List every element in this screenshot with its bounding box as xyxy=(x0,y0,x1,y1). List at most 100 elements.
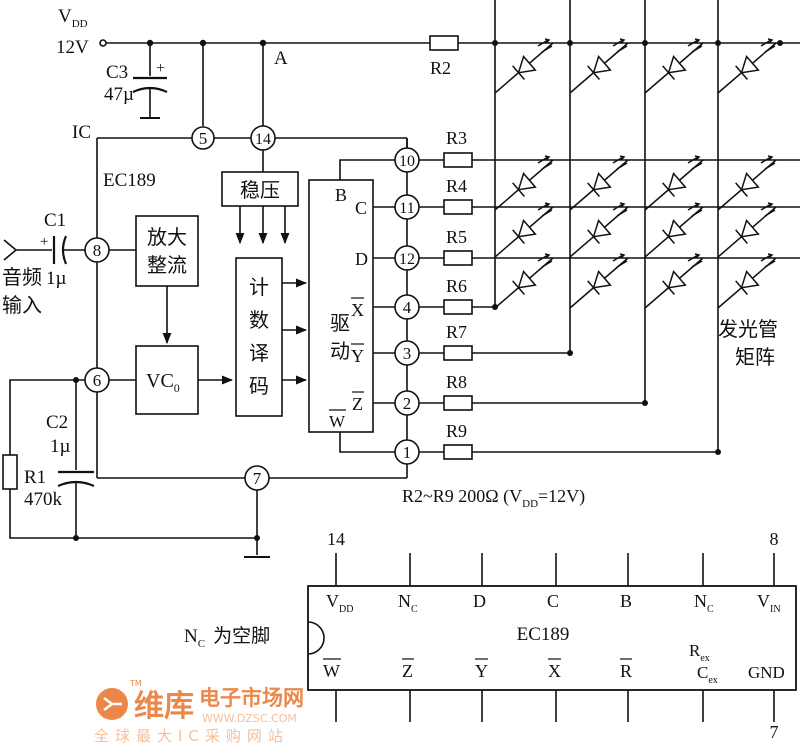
counter-to-driver-arrows xyxy=(282,278,308,385)
pinout-pin-7: 7 xyxy=(770,722,779,742)
svg-text:驱: 驱 xyxy=(330,311,350,335)
pinout-label-z: Z xyxy=(402,661,413,681)
pinout-label-y: Y xyxy=(475,661,488,681)
svg-text:R6: R6 xyxy=(446,276,467,296)
svg-text:R5: R5 xyxy=(446,227,467,247)
svg-text:数: 数 xyxy=(249,308,269,332)
led-diode-r1-c3 xyxy=(644,38,704,94)
watermark-line1: 电子市场网 xyxy=(199,686,304,710)
led-diode-r4-c4 xyxy=(717,253,777,309)
c3-name: C3 xyxy=(106,62,128,83)
pinout-label-nc2: NC xyxy=(694,591,714,615)
svg-text:码: 码 xyxy=(249,374,269,398)
series-resistor-labels: R3 R4 R5 R6 R7 R8 R9 xyxy=(446,128,467,441)
pinout-pin-8: 8 xyxy=(770,529,779,549)
svg-text:14: 14 xyxy=(255,131,271,148)
svg-text:放大: 放大 xyxy=(147,225,187,249)
pin-2: 2 xyxy=(394,390,420,416)
svg-text:W: W xyxy=(329,412,346,431)
led-diode-r1-c1 xyxy=(494,38,554,94)
led-diode-r3-c1 xyxy=(494,202,554,258)
led-diode-r4-c1 xyxy=(494,253,554,309)
pin-12: 12 xyxy=(394,245,420,271)
led-diode-r3-c2 xyxy=(569,202,629,258)
svg-text:R4: R4 xyxy=(446,176,467,196)
svg-text:R7: R7 xyxy=(446,322,467,342)
watermark-url: WWW.DZSC.COM xyxy=(202,712,297,725)
svg-text:VC0: VC0 xyxy=(146,370,180,395)
svg-text:稳压: 稳压 xyxy=(240,178,280,202)
timing-network xyxy=(2,379,270,558)
r2-label: R2 xyxy=(430,58,451,78)
pin-1: 1 xyxy=(394,439,420,465)
svg-text:2: 2 xyxy=(403,394,412,413)
svg-text:3: 3 xyxy=(403,344,412,363)
pinout-chip-name: EC189 xyxy=(517,624,570,645)
audio-input-wiring xyxy=(3,235,136,265)
svg-text:12: 12 xyxy=(399,251,415,268)
pin-11: 11 xyxy=(394,194,420,220)
pin-3: 3 xyxy=(394,340,420,366)
led-diode-r3-c3 xyxy=(644,202,704,258)
supply-rail xyxy=(99,35,800,51)
svg-text:动: 动 xyxy=(330,339,350,363)
pin-10: 10 xyxy=(394,147,420,173)
svg-text:译: 译 xyxy=(249,341,269,365)
r1-value: 470k xyxy=(24,489,63,510)
block-regulator: 稳压 xyxy=(221,171,299,207)
block-driver: 驱 动 B C D X Y Z W xyxy=(308,179,374,433)
led-diode-r1-c4 xyxy=(717,38,777,94)
svg-text:R8: R8 xyxy=(446,372,467,392)
svg-text:11: 11 xyxy=(399,200,414,217)
audio-input-label-2: 输入 xyxy=(2,293,42,317)
pinout-label-w: W xyxy=(323,661,340,681)
audio-input-label-1: 音频 xyxy=(2,265,42,289)
ic-label: IC xyxy=(72,122,91,143)
chip-pinout: 14 8 7 EC189 VDD NC D C B NC VIN W Z Y X… xyxy=(307,529,797,742)
c1-value: 1µ xyxy=(46,268,67,289)
watermark: 维库 电子市场网 WWW.DZSC.COM 全球最大IC采购网站 TM xyxy=(94,679,304,745)
pinout-label-nc1: NC xyxy=(398,591,418,615)
led-diode-r4-c2 xyxy=(569,253,629,309)
svg-text:5: 5 xyxy=(199,129,208,148)
pinout-label-c: C xyxy=(547,591,559,611)
pinout-pin-14: 14 xyxy=(327,529,345,549)
ground-symbol-c3 xyxy=(140,115,160,119)
led-diode-r3-c4 xyxy=(717,202,777,258)
pinout-label-vin: VIN xyxy=(757,591,781,615)
pin-8: 8 xyxy=(84,237,110,263)
svg-text:4: 4 xyxy=(403,298,412,317)
output-pins: 10 11 12 4 3 2 1 xyxy=(394,147,420,465)
c3-plus: + xyxy=(156,60,165,77)
watermark-logo-icon xyxy=(96,688,128,720)
vdd-label: VDD xyxy=(58,6,88,30)
pinout-label-gnd: GND xyxy=(748,663,785,682)
watermark-brand: 维库 xyxy=(134,689,194,724)
svg-text:R3: R3 xyxy=(446,128,467,148)
block-amp-rectifier: 放大 整流 xyxy=(135,215,199,287)
svg-text:D: D xyxy=(355,249,368,269)
c1-plus: + xyxy=(40,234,48,250)
svg-text:计: 计 xyxy=(249,275,269,299)
capacitor-c3 xyxy=(132,43,168,115)
led-diode-r2-c1 xyxy=(494,155,554,211)
ic-model: EC189 xyxy=(103,170,156,191)
matrix-label-1: 发光管 xyxy=(718,317,778,341)
resistor-note: R2~R9 200Ω (VDD=12V) xyxy=(402,486,585,510)
svg-text:C: C xyxy=(355,198,367,218)
c1-name: C1 xyxy=(44,210,66,231)
pin-5: 5 xyxy=(191,126,215,150)
matrix-junctions xyxy=(492,40,783,455)
block-vco: VC0 xyxy=(135,345,199,415)
svg-text:1: 1 xyxy=(403,443,412,462)
ic-outline xyxy=(96,43,408,479)
r1-name: R1 xyxy=(24,467,46,488)
watermark-line2: 全球最大IC采购网站 xyxy=(94,727,289,745)
pin-7: 7 xyxy=(244,465,270,491)
matrix-label-2: 矩阵 xyxy=(735,345,775,369)
pinout-label-d: D xyxy=(473,591,486,611)
pinout-label-vdd: VDD xyxy=(326,591,353,615)
pin-4: 4 xyxy=(394,294,420,320)
c2-name: C2 xyxy=(46,412,68,433)
